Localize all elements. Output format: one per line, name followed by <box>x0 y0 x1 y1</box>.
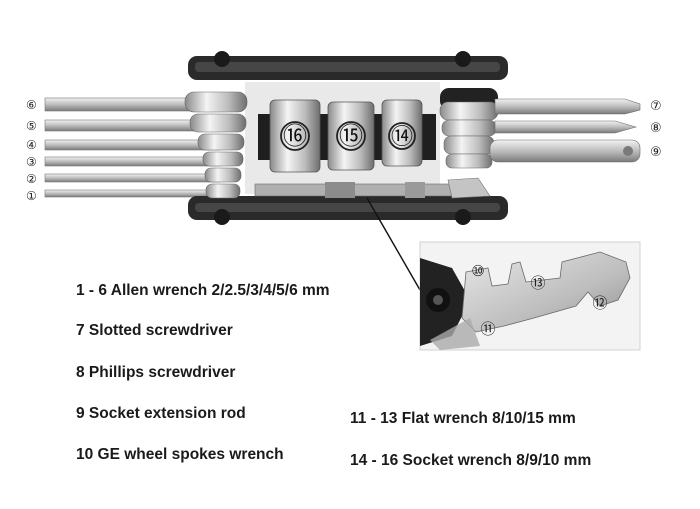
allen-bit-4 <box>44 139 221 151</box>
left-pivot-stack <box>184 91 248 199</box>
callout-line <box>366 197 421 291</box>
spec-socket-wrench: 14 - 16 Socket wrench 8/9/10 mm <box>350 452 592 469</box>
label-socket-15: ⑮ <box>339 122 363 150</box>
label-tool-9: ⑨ <box>650 145 662 160</box>
socket-15 <box>327 101 375 171</box>
slotted-screwdriver <box>494 98 641 115</box>
label-allen-2: ② <box>26 172 37 186</box>
frame-bolt-icon <box>455 209 471 225</box>
spec-flat-wrench: 11 - 13 Flat wrench 8/10/15 mm <box>350 410 576 427</box>
spoke-wrench-strip <box>254 177 491 199</box>
socket-16 <box>269 99 321 173</box>
frame-bolt-icon <box>455 51 471 67</box>
phillips-screwdriver <box>494 120 638 134</box>
label-socket-14: ⑭ <box>391 125 413 150</box>
label-tool-7: ⑦ <box>650 99 662 114</box>
spec-spokes-wrench: 10 GE wheel spokes wrench <box>76 446 284 463</box>
label-tool-12: ⑫ <box>592 294 607 312</box>
right-pivot-stack <box>439 88 499 169</box>
right-tools <box>489 98 641 163</box>
allen-bit-3 <box>44 156 221 167</box>
label-allen-3: ③ <box>26 155 37 169</box>
frame-bolt-icon <box>214 209 230 225</box>
label-tool-13: ⑬ <box>530 274 545 292</box>
spec-allen-wrench: 1 - 6 Allen wrench 2/2.5/3/4/5/6 mm <box>76 282 330 299</box>
label-tool-8: ⑧ <box>650 121 662 136</box>
frame-bolt-icon <box>214 51 230 67</box>
socket-holder <box>258 99 436 173</box>
flat-wrench-blade <box>461 251 631 333</box>
label-allen-1: ① <box>26 189 37 203</box>
allen-bit-2 <box>44 173 221 183</box>
allen-bit-1 <box>44 189 221 198</box>
label-allen-4: ④ <box>26 138 37 152</box>
label-allen-6: ⑥ <box>26 98 37 112</box>
flat-wrench-inset <box>419 241 641 351</box>
spec-slotted-screwdriver: 7 Slotted screwdriver <box>76 322 233 339</box>
spec-socket-extension-rod: 9 Socket extension rod <box>76 405 246 422</box>
label-tool-10: ⑩ <box>471 262 484 280</box>
label-tool-11: ⑪ <box>480 320 495 338</box>
spec-phillips-screwdriver: 8 Phillips screwdriver <box>76 364 236 381</box>
label-allen-5: ⑤ <box>26 119 37 133</box>
socket-extension-rod <box>489 139 641 163</box>
socket-14 <box>381 99 423 167</box>
allen-wrench-bits <box>44 97 221 198</box>
label-socket-16: ⑯ <box>283 122 307 150</box>
